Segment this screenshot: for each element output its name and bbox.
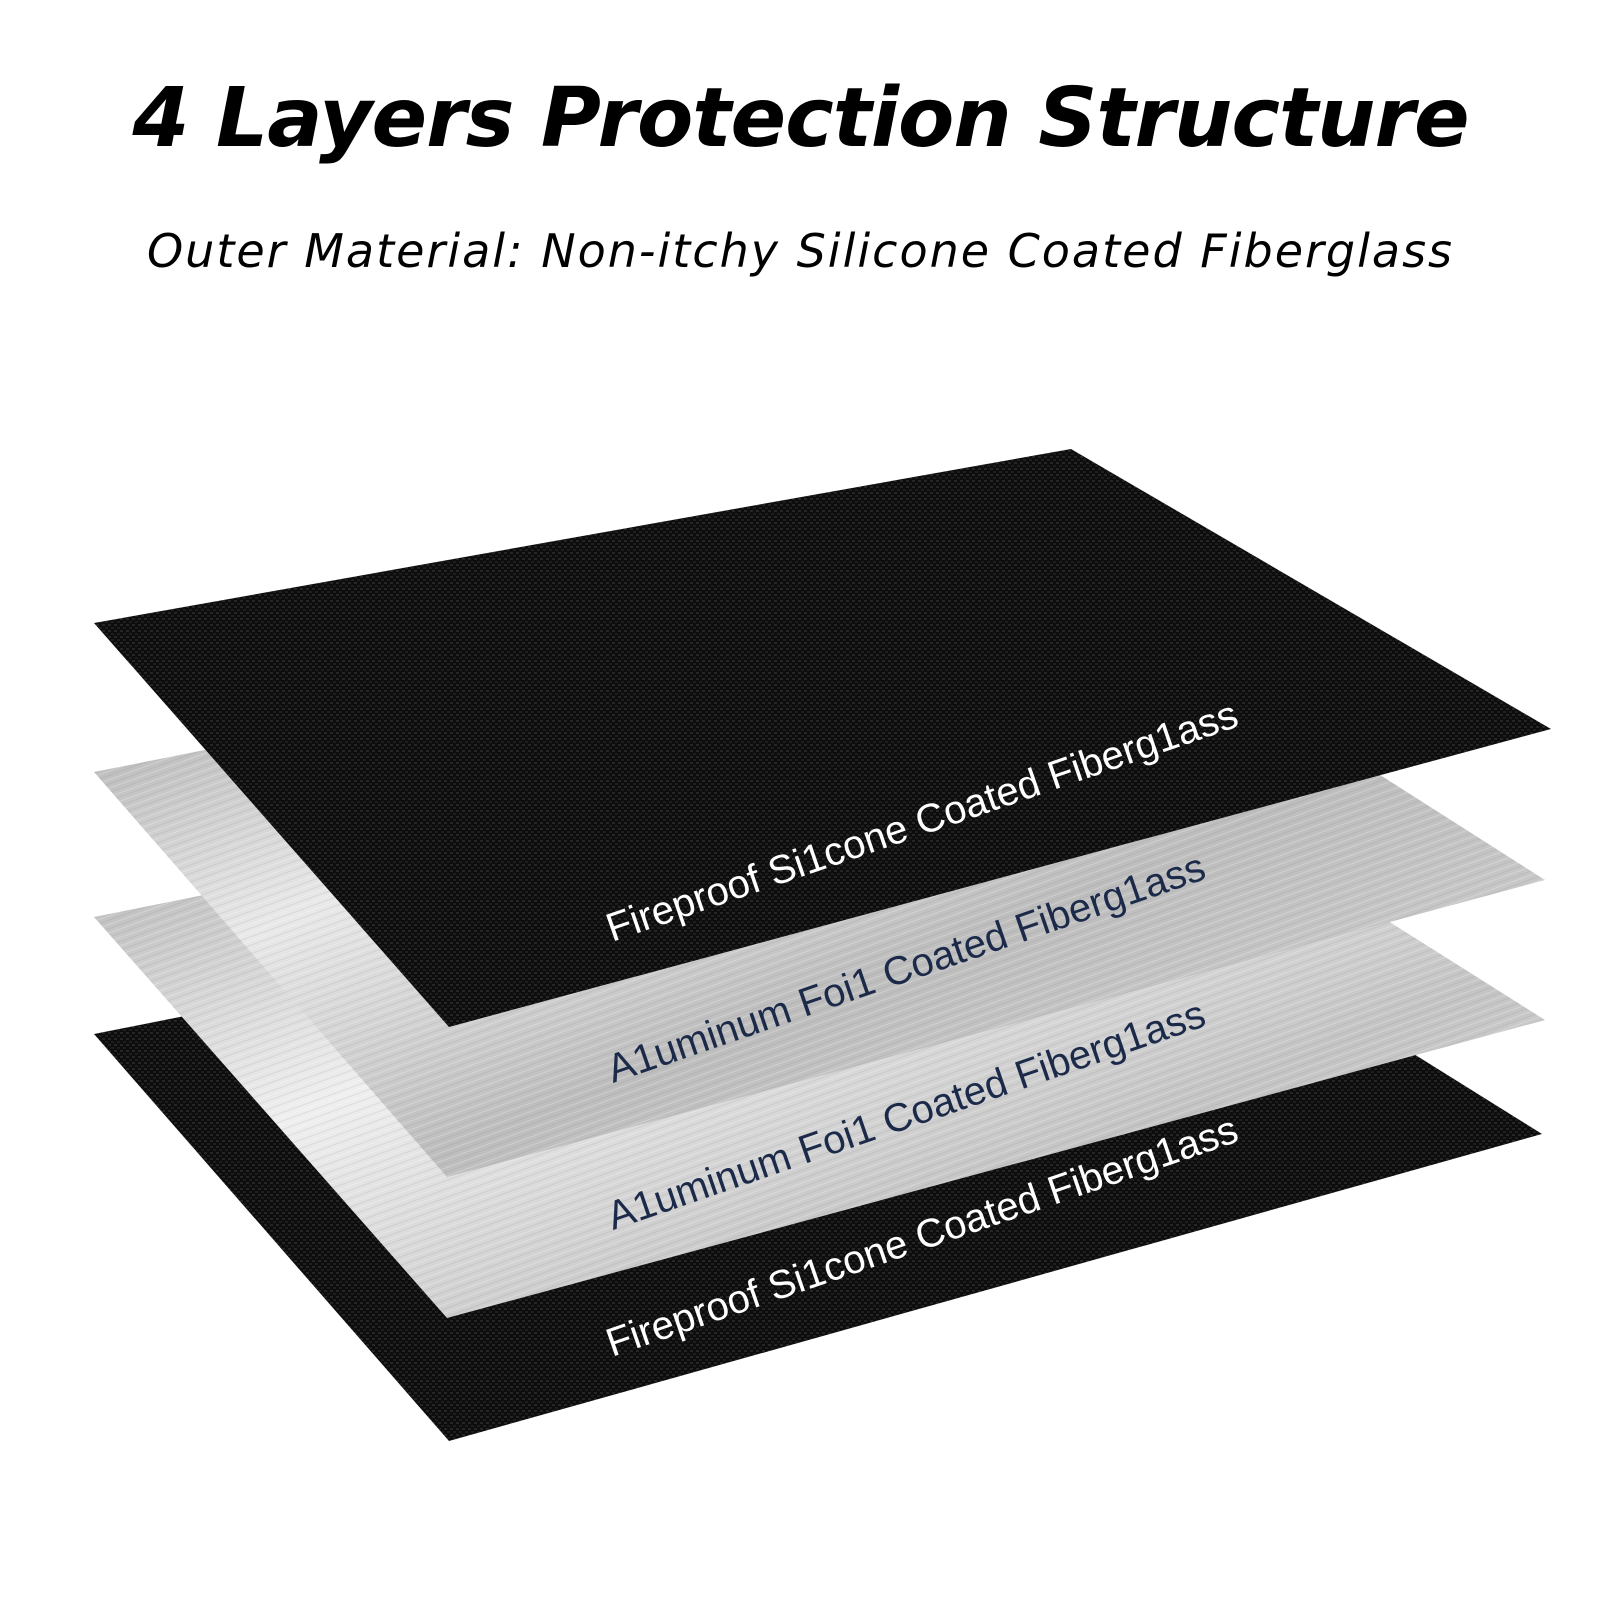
page-subtitle: Outer Material: Non-itchy Silicone Coate…	[146, 224, 1455, 278]
page-title: 4 Layers Protection Structure	[132, 71, 1469, 166]
layer-1-sheet	[94, 449, 1551, 1027]
